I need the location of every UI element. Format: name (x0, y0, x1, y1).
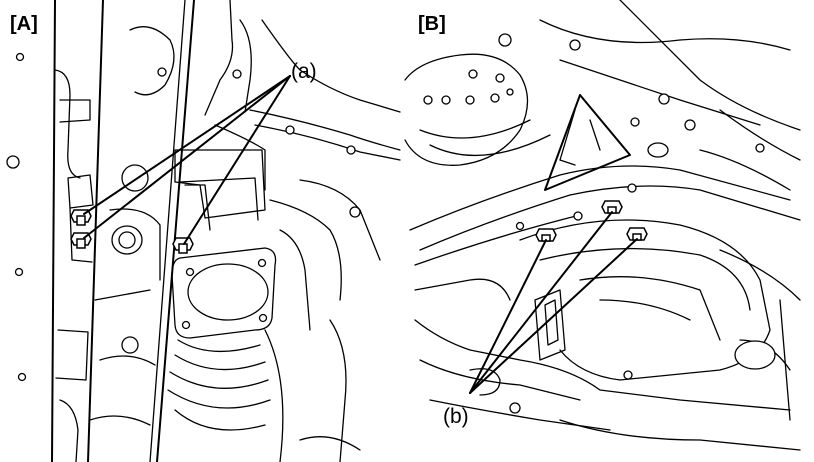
callout-b-label: (b) (443, 405, 469, 428)
panel-b-drawing (404, 0, 801, 451)
callout-a-leaders (83, 75, 291, 245)
bolt-icon (626, 227, 648, 241)
callout-a-label: (a) (291, 60, 317, 83)
panel-b-bolts (535, 200, 648, 242)
bolt-icon (601, 200, 623, 214)
bolt-icon (172, 237, 194, 254)
callout-b-leaders (469, 211, 638, 394)
panel-a-drawing (6, 0, 401, 462)
panel-b-label: [B] (418, 13, 446, 35)
panel-a-label: [A] (10, 13, 38, 35)
